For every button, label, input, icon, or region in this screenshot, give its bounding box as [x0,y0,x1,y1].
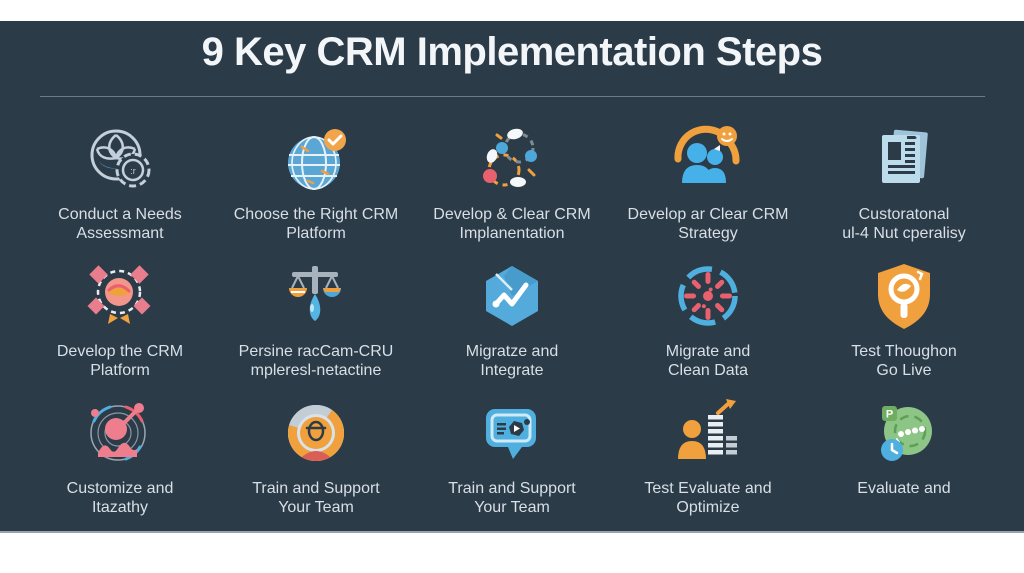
step-card: Develop ar Clear CRM Strategy [610,121,806,258]
step-card: :r Conduct a Needs Assessmant [22,121,218,258]
svg-text::r: :r [130,166,136,176]
globe-check-icon [276,121,356,201]
step-card: Test Thoughon Go Live [806,258,1002,395]
step-label: Custoratonal ul-4 Nut cperalisy [842,206,966,242]
step-card: P Evaluate and [806,395,1002,532]
migrate-cube-icon [472,258,552,338]
step-label: Persine racCam-CRU mpleresl-netactine [238,343,394,379]
evaluate-clock-icon: P [864,395,944,475]
needs-assessment-icon: :r [80,121,160,201]
step-label: Develop & Clear CRM Implanentation [433,206,591,242]
platform-core-icon [80,258,160,338]
step-label: Evaluate and [857,480,951,497]
step-card: Choose the Right CRM Platform [218,121,414,258]
step-card: Persine racCam-CRU mpleresl-netactine [218,258,414,395]
step-card: Test Evaluate and Optimize [610,395,806,532]
test-shield-icon [864,258,944,338]
step-card: Migratze and Integrate [414,258,610,395]
balance-scale-icon [276,258,356,338]
page-title: 9 Key CRM Implementation Steps [201,30,823,74]
step-card: Develop the CRM Platform [22,258,218,395]
step-label: Choose the Right CRM Platform [233,206,399,242]
step-label: Develop the CRM Platform [56,343,184,379]
step-label: Develop ar Clear CRM Strategy [627,206,789,242]
step-label: Test Thoughon Go Live [851,343,957,379]
step-label: Migrate and Clean Data [665,343,751,379]
step-label: Test Evaluate and Optimize [644,480,772,516]
clean-data-icon [668,258,748,338]
process-loop-icon [472,121,552,201]
step-label: Customize and Itazathy [66,480,174,516]
train-avatar-icon [276,395,356,475]
optimize-chart-icon [668,395,748,475]
steps-grid: :r Conduct a Needs Assessmant [22,121,1002,532]
step-card: Train and Support Your Team [218,395,414,532]
step-card: Migrate and Clean Data [610,258,806,395]
infographic-panel: 9 Key CRM Implementation Steps :r Conduc… [0,21,1024,533]
title-divider [40,96,985,97]
step-card: Customize and Itazathy [22,395,218,532]
customize-network-icon [80,395,160,475]
strategy-people-icon [668,121,748,201]
svg-text:P: P [886,409,893,421]
step-label: Migratze and Integrate [465,343,559,379]
documents-icon [864,121,944,201]
step-card: Train and Support Your Team [414,395,610,532]
step-card: Custoratonal ul-4 Nut cperalisy [806,121,1002,258]
step-label: Train and Support Your Team [448,480,576,516]
step-card: Develop & Clear CRM Implanentation [414,121,610,258]
training-chat-icon [472,395,552,475]
step-label: Conduct a Needs Assessmant [58,206,182,242]
step-label: Train and Support Your Team [252,480,380,516]
